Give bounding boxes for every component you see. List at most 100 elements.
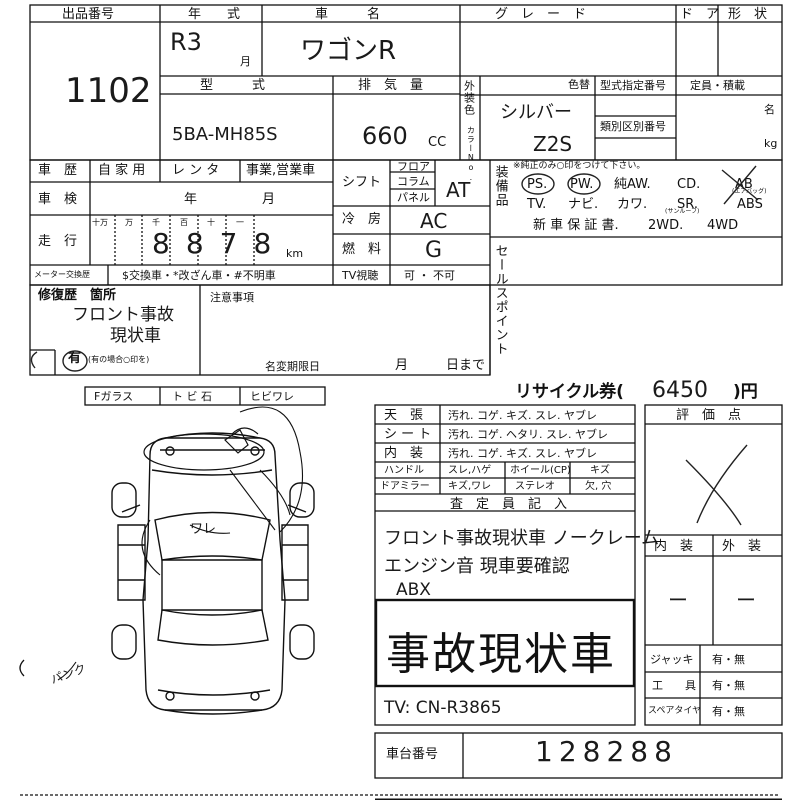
glass-stone-chip: ト ビ 石 [172, 390, 212, 403]
car-name-label: 車 名 [315, 7, 381, 22]
equip-sunroof: SR. [677, 197, 698, 212]
tool-spare-label: スペアタイヤ [648, 706, 702, 716]
equip-airbag-sub: (エアバッグ) [732, 188, 767, 195]
glass-crack: ヒビワレ [250, 390, 294, 403]
equipment-note: ※純正のみ○印をつけて下さい。 [513, 161, 646, 171]
fuel-value: G [425, 238, 443, 263]
car-name-value: ワゴンR [300, 36, 397, 66]
selling-points-label: セールスポイント [492, 244, 508, 356]
score-label: 評 価 点 [676, 408, 742, 423]
color-change-label: 色替 [568, 78, 590, 91]
model-label: 型 式 [200, 78, 266, 93]
repair-has-note: (有の場合○印を) [88, 355, 150, 364]
accident-status-stamp: 事故現状車 [386, 629, 616, 680]
cond-stereo-label: ステレオ [515, 481, 555, 492]
digit-label-100k: 十万 [92, 218, 108, 227]
history-label: 車 歴 [38, 163, 78, 178]
shift-value: AT [446, 178, 471, 202]
inspection-label: 車 検 [38, 192, 78, 207]
repair-history-label: 修復歴 箇所 [38, 288, 117, 303]
cond-seat-items: 汚れ. コゲ. ヘタリ. スレ. ヤブレ [448, 428, 608, 441]
score-interior-value: ー [668, 588, 688, 612]
year-month-mark: 月 [240, 55, 251, 68]
type-designation-label: 型式指定番号 [600, 79, 666, 92]
inspector-note-line2: エンジン音 現車要確認 [384, 556, 570, 577]
glass-front: Fガラス [94, 390, 134, 403]
lot-number-value: 1102 [65, 71, 152, 111]
cond-seat-label: シ ー ト [384, 427, 432, 442]
digit-label-1k: 千 [152, 218, 160, 227]
rental-label: レ ン タ [172, 163, 220, 178]
tv-viewing-label: TV視聴 [342, 269, 379, 282]
cond-mirror-label: ドアミラー [380, 481, 430, 492]
recycle-suffix: )円 [733, 382, 758, 402]
inspection-month-mark: 月 [262, 192, 276, 207]
equip-ps: PS. [527, 177, 548, 192]
capacity-kg-unit: kg [764, 137, 778, 150]
notes-label: 注意事項 [210, 291, 254, 304]
lot-number-label: 出品番号 [62, 7, 115, 22]
meter-change-options: $交換車・*改ざん車・#不明車 [122, 269, 276, 282]
equip-sunroof-sub: (サンルーフ) [665, 208, 700, 215]
cond-ceiling-label: 天 張 [384, 408, 424, 423]
cond-handle-label: ハンドル [384, 465, 424, 476]
category-number-label: 類別区別番号 [600, 120, 666, 133]
score-exterior-label: 外 装 [722, 539, 762, 554]
tool-spare-options: 有・無 [712, 705, 745, 718]
shape-label: 形 状 [728, 7, 768, 22]
chassis-number-value: 128288 [535, 735, 678, 768]
digit-label-100: 百 [180, 218, 188, 227]
year-label: 年 式 [188, 7, 241, 22]
digit-label-10k: 万 [125, 218, 133, 227]
shift-column-label: コラム [397, 175, 430, 188]
ac-value: AC [420, 209, 448, 233]
digit-label-1: 一 [236, 218, 244, 227]
cond-handle-items: スレ,ハゲ [448, 465, 492, 476]
name-change-deadline-label: 名変期限日 [265, 360, 320, 373]
cond-ceiling-items: 汚れ. コゲ. キズ. スレ. ヤブレ [448, 409, 597, 422]
cond-mirror-items: キズ,ワレ [448, 481, 492, 492]
score-interior-label: 内 装 [654, 539, 694, 554]
equip-cd: CD. [677, 177, 701, 192]
meter-change-label: メーター交換歴 [34, 270, 90, 279]
equip-tv: TV. [527, 197, 547, 212]
grade-label: グ レ ー ド [495, 7, 587, 22]
equip-navi: ナビ. [568, 197, 599, 212]
cond-wheel-label: ホイール(CP) [510, 465, 571, 476]
shift-floor-label: フロア [397, 160, 430, 173]
tool-jack-label: ジャッキ [650, 653, 694, 666]
equip-leather: カワ. [617, 197, 648, 212]
shift-panel-label: パネル [397, 191, 430, 204]
score-exterior-value: ー [736, 588, 756, 612]
diagram-mark-crack: ワレ [190, 522, 217, 537]
equip-2wd: 2WD. [648, 218, 684, 233]
mileage-unit: km [286, 247, 304, 260]
private-use-label: 自 家 用 [98, 163, 146, 178]
cond-interior-label: 内 装 [384, 446, 424, 461]
door-label: ド ア [680, 7, 720, 22]
chassis-number-label: 車台番号 [386, 747, 439, 762]
color-code: Z2S [533, 132, 573, 156]
equip-alloy-wheels: 純AW. [614, 177, 651, 192]
shift-label: シフト [342, 175, 382, 190]
cond-stereo-items: 欠, 穴 [585, 481, 612, 492]
equip-4wd: 4WD [707, 218, 739, 233]
displacement-value: 660 [362, 122, 408, 150]
tool-tools-label: 工 具 [652, 679, 696, 692]
mileage-value: 8878 [152, 227, 288, 260]
equip-abs: ABS [737, 197, 763, 212]
name-change-day-mark: 日まで [446, 358, 486, 373]
color-value: シルバー [500, 102, 572, 123]
business-use-label: 事業,営業車 [246, 163, 316, 178]
exterior-color-label: 外装色 [462, 80, 476, 116]
inspector-note-line3: ABX [396, 580, 431, 600]
model-value: 5BA-MH85S [172, 124, 278, 145]
displacement-label: 排 気 量 [358, 78, 424, 93]
equip-warranty: 新 車 保 証 書. [533, 218, 619, 233]
mileage-label: 走 行 [38, 234, 78, 249]
